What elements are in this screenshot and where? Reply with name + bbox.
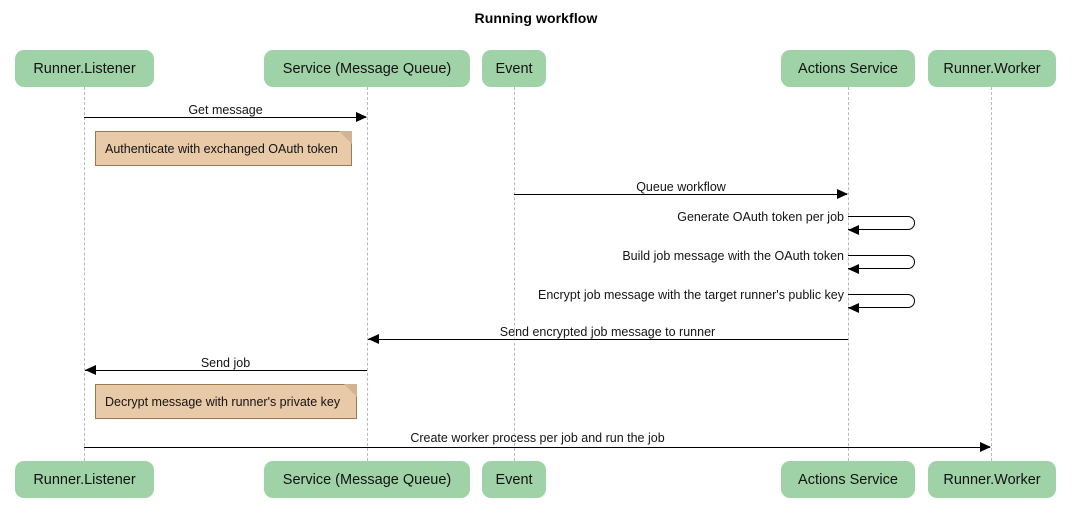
actor-label: Runner.Listener [33, 60, 136, 77]
arrowhead-left [848, 303, 859, 313]
actor-label: Event [495, 60, 533, 77]
lifeline-actions-service [848, 87, 849, 461]
actor-service-message-queue-top[interactable]: Service (Message Queue) [264, 50, 470, 87]
arrowhead-right [356, 112, 367, 122]
arrowhead-left [368, 334, 379, 344]
actor-runner-listener-top[interactable]: Runner.Listener [15, 50, 154, 87]
actor-runner-worker-bottom[interactable]: Runner.Worker [928, 461, 1056, 498]
actor-runner-listener-bottom[interactable]: Runner.Listener [15, 461, 154, 498]
self-message-loop-encrypt-job-message [848, 294, 915, 308]
actor-label: Runner.Listener [33, 471, 136, 488]
message-arrow-queue-workflow [514, 194, 847, 195]
message-label-generate-oauth-token: Generate OAuth token per job [677, 210, 844, 224]
note-text: Decrypt message with runner's private ke… [105, 394, 341, 409]
actor-label: Runner.Worker [943, 60, 1041, 77]
lifeline-event [514, 87, 515, 461]
arrowhead-right [837, 189, 848, 199]
actor-actions-service-top[interactable]: Actions Service [781, 50, 915, 87]
actor-label: Service (Message Queue) [282, 60, 452, 77]
self-message-loop-build-job-message [848, 255, 915, 269]
actor-label: Actions Service [798, 471, 898, 488]
actor-label: Service (Message Queue) [282, 471, 452, 488]
arrowhead-left [848, 225, 859, 235]
arrowhead-left [848, 264, 859, 274]
actor-runner-worker-top[interactable]: Runner.Worker [928, 50, 1056, 87]
message-label-send-encrypted-job-message: Send encrypted job message to runner [499, 325, 716, 339]
actor-label: Actions Service [798, 60, 898, 77]
page-title: Running workflow [474, 10, 598, 26]
arrowhead-left [85, 365, 96, 375]
actor-event-top[interactable]: Event [482, 50, 546, 87]
note-authenticate: Authenticate with exchanged OAuth token [95, 131, 352, 166]
actor-service-message-queue-bottom[interactable]: Service (Message Queue) [264, 461, 470, 498]
lifeline-runner-listener [84, 87, 85, 461]
lifeline-service-message-queue [367, 87, 368, 461]
message-label-get-message: Get message [188, 103, 263, 117]
note-fold-icon [339, 131, 352, 144]
actor-label: Event [495, 471, 533, 488]
message-label-encrypt-job-message: Encrypt job message with the target runn… [537, 288, 844, 302]
message-arrow-get-message [84, 117, 366, 118]
message-arrow-create-worker-process [84, 447, 990, 448]
message-label-queue-workflow: Queue workflow [636, 180, 726, 194]
actor-label: Runner.Worker [943, 471, 1041, 488]
note-fold-icon [344, 384, 357, 397]
actor-event-bottom[interactable]: Event [482, 461, 546, 498]
message-label-send-job: Send job [200, 356, 251, 370]
self-message-loop-generate-token [848, 216, 915, 230]
note-text: Authenticate with exchanged OAuth token [105, 141, 338, 156]
lifeline-runner-worker [991, 87, 992, 461]
message-label-create-worker-process: Create worker process per job and run th… [410, 431, 665, 445]
message-arrow-send-encrypted-job-message [368, 339, 848, 340]
message-arrow-send-job [85, 370, 367, 371]
note-decrypt: Decrypt message with runner's private ke… [95, 384, 357, 419]
actor-actions-service-bottom[interactable]: Actions Service [781, 461, 915, 498]
arrowhead-right [980, 442, 991, 452]
message-label-build-job-message: Build job message with the OAuth token [622, 249, 844, 263]
